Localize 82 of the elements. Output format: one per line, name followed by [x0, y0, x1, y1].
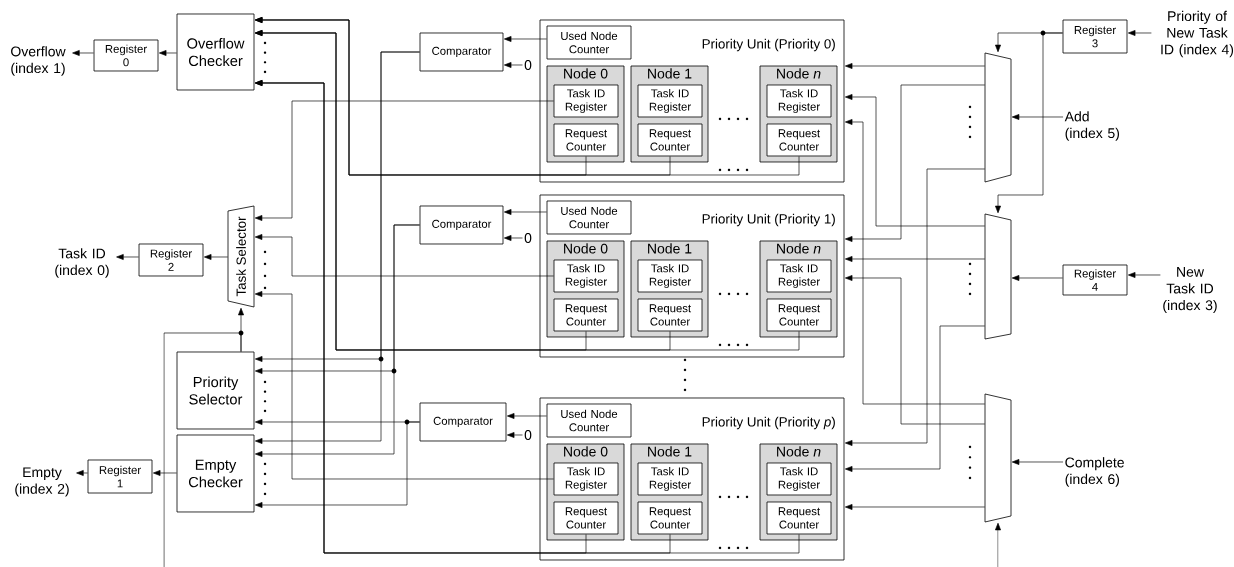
arrow — [845, 94, 986, 227]
arrow — [845, 325, 986, 472]
arrow — [995, 32, 1063, 214]
comparator-box: Comparator — [419, 32, 504, 72]
signal-label: Overflow (index 1) — [11, 46, 66, 76]
signal-label: New Task ID (index 3) — [1163, 267, 1217, 313]
arrow — [255, 17, 800, 176]
arrow — [116, 254, 139, 260]
counter-box: Request Counter — [766, 501, 832, 535]
counter-box: Used Node Counter — [546, 25, 632, 60]
signal-label: Add (index 5) — [1064, 111, 1119, 141]
arrow — [1011, 459, 1064, 465]
arrow — [255, 30, 800, 351]
arrow — [255, 224, 420, 457]
counter-box: Request Counter — [553, 501, 619, 535]
register-box: Register 1 — [87, 459, 153, 494]
arrow — [507, 413, 547, 419]
connector-line — [163, 332, 242, 567]
counter-box: Request Counter — [637, 501, 703, 535]
register-box: Task ID Register — [637, 259, 703, 293]
arrow — [1128, 30, 1152, 36]
signal-label: Priority of New Task ID (index 4) — [1161, 10, 1234, 58]
comparator-box: Comparator — [419, 402, 507, 442]
logic-block: Priority Selector — [176, 351, 255, 430]
register-box: Task ID Register — [766, 462, 832, 496]
register-box: Task ID Register — [637, 84, 703, 118]
arrow — [845, 63, 986, 69]
arrow — [153, 470, 177, 476]
arrow — [1128, 272, 1161, 278]
signal-label: Task ID (index 0) — [55, 248, 109, 278]
constant-label: 0 — [524, 430, 532, 440]
arrow — [845, 275, 986, 425]
counter-box: Request Counter — [637, 298, 703, 332]
arrow — [845, 119, 986, 405]
logic-block: Overflow Checker — [176, 13, 255, 91]
signal-label: Empty (index 2) — [15, 467, 69, 497]
signal-label: Complete (index 6) — [1065, 457, 1124, 487]
comparator-box: Comparator — [419, 205, 504, 245]
arrow — [204, 254, 229, 260]
arrow — [254, 291, 554, 480]
multiplexer-symbol — [984, 52, 1012, 183]
register-box: Task ID Register — [553, 84, 619, 118]
arrow — [504, 235, 523, 241]
arrow — [72, 50, 94, 56]
counter-box: Request Counter — [553, 123, 619, 157]
register-box: Register 2 — [138, 243, 204, 277]
arrow — [845, 168, 986, 446]
arrow — [255, 80, 800, 554]
counter-box: Used Node Counter — [546, 403, 632, 438]
counter-box: Used Node Counter — [546, 200, 632, 235]
arrow — [845, 504, 986, 510]
arrow — [76, 470, 88, 476]
register-box: Register 0 — [93, 39, 159, 72]
constant-label: 0 — [524, 60, 532, 70]
arrow — [1011, 275, 1063, 281]
register-box: Task ID Register — [637, 462, 703, 496]
counter-box: Request Counter — [766, 123, 832, 157]
arrow — [507, 432, 523, 438]
counter-box: Request Counter — [766, 298, 832, 332]
arrow — [159, 50, 177, 56]
arrow — [504, 36, 547, 42]
arrow — [254, 234, 554, 277]
arrow — [254, 100, 554, 221]
arrow — [255, 51, 420, 444]
arrow — [1011, 114, 1064, 120]
multiplexer-symbol — [984, 393, 1012, 523]
arrow — [504, 209, 547, 215]
multiplexer-symbol — [984, 213, 1012, 340]
register-box: Task ID Register — [766, 259, 832, 293]
arrow — [504, 62, 523, 68]
arrow — [845, 256, 986, 262]
register-box: Task ID Register — [766, 84, 832, 118]
register-box: Task ID Register — [553, 462, 619, 496]
logic-block: Empty Checker — [176, 434, 255, 513]
constant-label: 0 — [524, 233, 532, 243]
register-box: Register 3 — [1062, 19, 1128, 54]
register-box: Register 4 — [1062, 264, 1128, 296]
counter-box: Request Counter — [553, 298, 619, 332]
arrow — [255, 421, 420, 508]
register-box: Task ID Register — [553, 259, 619, 293]
arrow — [845, 84, 986, 242]
counter-box: Request Counter — [637, 123, 703, 157]
